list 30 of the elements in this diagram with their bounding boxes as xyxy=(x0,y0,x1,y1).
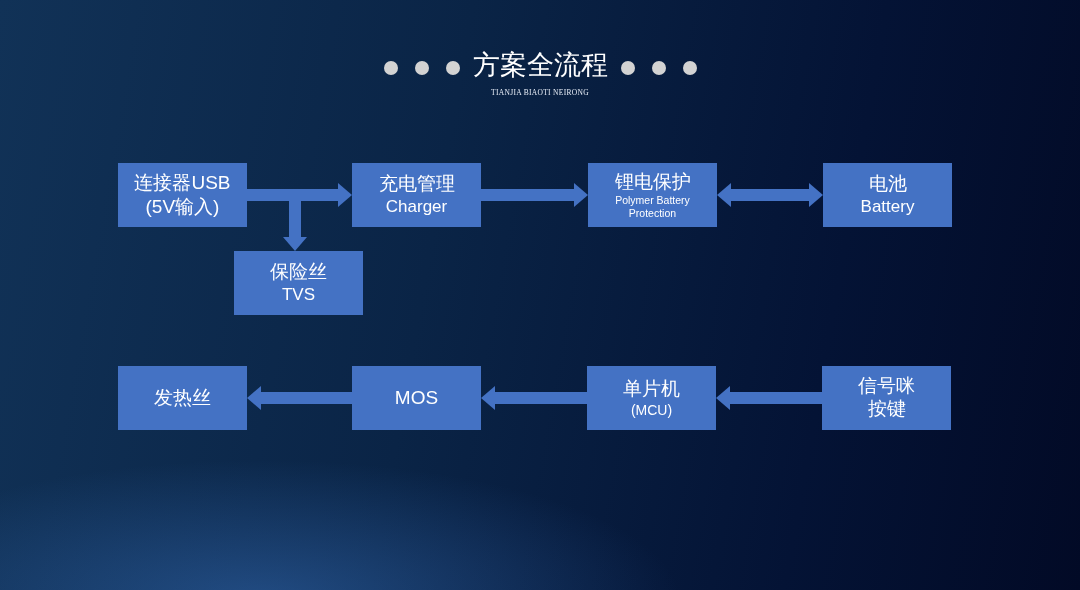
process-box xyxy=(823,163,952,227)
box-title: 电池 xyxy=(868,172,907,196)
box-title: 充电管理 xyxy=(378,172,455,196)
box-subtitle: Charger xyxy=(385,196,448,218)
box-title: 单片机 xyxy=(623,377,680,401)
process-box xyxy=(587,366,716,430)
block-arrow xyxy=(247,386,352,410)
box-subtitle: (5V输入) xyxy=(145,195,220,219)
box-subtitle: Battery xyxy=(860,196,915,218)
process-box xyxy=(588,163,717,227)
process-box xyxy=(352,163,481,227)
box-subtitle: TVS xyxy=(281,284,316,306)
box-subtitle: (MCU) xyxy=(630,401,673,419)
block-arrow xyxy=(716,386,822,410)
block-arrow xyxy=(717,183,823,207)
box-title: 信号咪按键 xyxy=(857,375,916,421)
box-title: 发热丝 xyxy=(154,386,211,410)
box-title: 连接器USB xyxy=(134,171,231,195)
process-box xyxy=(352,366,481,430)
process-box xyxy=(118,163,247,227)
box-title: MOS xyxy=(394,386,439,410)
block-arrow xyxy=(481,386,587,410)
process-box xyxy=(118,366,247,430)
diagram-title: 方案全流程 xyxy=(472,49,608,82)
box-subtitle: Polymer Battery Protection xyxy=(614,194,691,220)
process-box xyxy=(822,366,951,430)
box-title: 锂电保护 xyxy=(614,170,691,194)
process-box xyxy=(234,251,363,315)
block-arrow xyxy=(481,183,588,207)
box-title: 保险丝 xyxy=(270,260,327,284)
